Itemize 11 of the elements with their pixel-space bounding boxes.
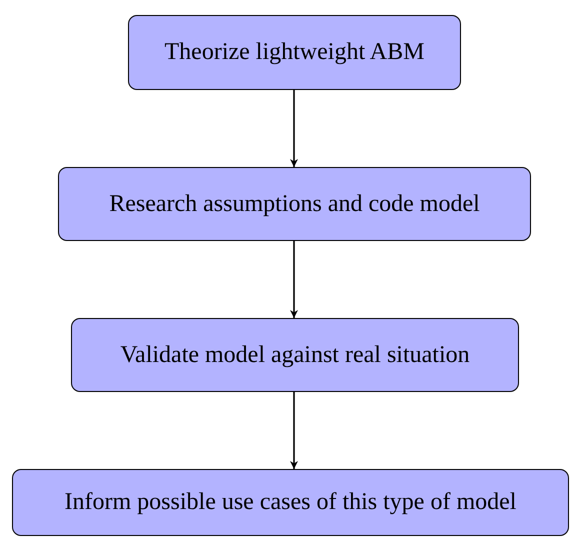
arrow (290, 392, 298, 469)
process-box (58, 167, 531, 241)
box-label: Research assumptions and code model (109, 190, 480, 218)
box-label: Theorize lightweight ABM (164, 39, 424, 66)
box-label: Inform possible use cases of this type of model (64, 489, 516, 516)
box-label: Validate model against real situation (120, 342, 470, 368)
process-box (128, 15, 461, 90)
arrow (290, 241, 298, 318)
process-box (12, 469, 569, 536)
arrow (290, 90, 298, 167)
process-box (71, 318, 519, 392)
